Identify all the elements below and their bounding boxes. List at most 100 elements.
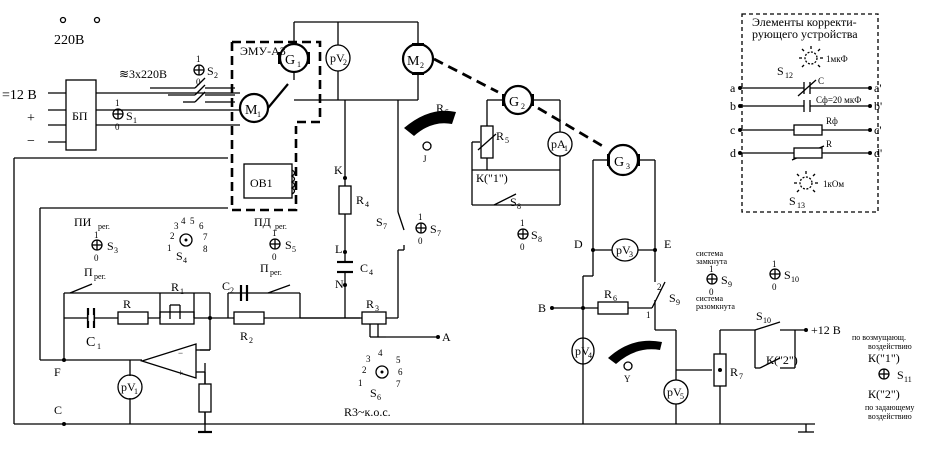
selector-s12[interactable]: 1мкФ S 12 [777, 46, 848, 80]
svg-text:0: 0 [94, 253, 99, 263]
svg-text:1: 1 [94, 230, 99, 240]
svg-text:S: S [370, 386, 377, 400]
cap-c-label: C [818, 76, 824, 86]
svg-text:0: 0 [772, 282, 777, 292]
svg-text:2: 2 [521, 102, 525, 111]
power-supply-block [65, 79, 97, 151]
node-l-label: L [335, 242, 342, 256]
svg-text:1: 1 [115, 98, 120, 108]
svg-text:1: 1 [133, 116, 137, 125]
switch-s7[interactable]: S 7 1 0 S 7 [376, 212, 441, 246]
voltmeter-pv2: pV 2 [325, 44, 351, 72]
svg-text:рег.: рег. [275, 222, 287, 231]
junction-dot [343, 283, 347, 287]
switch-s5[interactable]: ПД рег. 1 0 S 5 П рег. [254, 215, 296, 277]
svg-text:10: 10 [791, 275, 799, 284]
selector-s13[interactable]: 1кОм S 13 [789, 171, 844, 210]
svg-text:1мкФ: 1мкФ [826, 54, 848, 64]
svg-text:5: 5 [505, 136, 509, 145]
svg-text:7: 7 [437, 229, 441, 238]
svg-text:R: R [356, 193, 364, 207]
term-d-prime: d' [874, 146, 882, 160]
svg-text:2: 2 [170, 231, 175, 241]
svg-text:П: П [260, 261, 269, 275]
svg-text:S: S [430, 222, 437, 236]
svg-text:6: 6 [613, 294, 617, 303]
junction-dot [653, 248, 657, 252]
svg-text:S: S [789, 194, 796, 208]
resistor-r3: R 3 [361, 297, 387, 338]
voltmeter-pv4: pV 4 [571, 337, 595, 365]
svg-text:C: C [86, 335, 95, 350]
term-a-prime: a' [874, 81, 882, 95]
svg-text:9: 9 [676, 298, 680, 307]
term-c: c [730, 123, 735, 137]
resistor-r6: R 6 [597, 287, 629, 315]
svg-text:S: S [721, 273, 728, 287]
svg-text:+: + [178, 368, 183, 378]
svg-text:0: 0 [709, 287, 714, 297]
plus12-label: +12 В [811, 323, 841, 337]
svg-text:6: 6 [199, 221, 204, 231]
c2-switch[interactable] [267, 284, 291, 294]
mains-label: 220В [54, 33, 84, 48]
svg-text:R: R [496, 129, 504, 143]
resistor-bias [198, 383, 212, 413]
node-a-label: A [442, 330, 451, 344]
emu-boundary-lower [230, 42, 298, 212]
svg-text:1: 1 [196, 54, 201, 64]
switch-s8-contact[interactable]: S 8 [493, 193, 521, 211]
svg-text:G: G [614, 155, 624, 170]
switch-s11[interactable]: по возмущающ. воздействию К("1") S 11 К(… [852, 333, 914, 421]
node-b-label: B [538, 301, 546, 315]
res-rf-label: Rф [826, 116, 838, 126]
svg-text:R: R [366, 297, 374, 311]
svg-text:8: 8 [517, 202, 521, 211]
resistor-r5: R 5 [477, 125, 509, 159]
svg-text:C: C [360, 261, 368, 275]
selector-s6[interactable]: 3 4 5 2 6 1 7 S 6 [358, 348, 403, 402]
three-phase-label: ≋3х220В [119, 67, 167, 81]
switch-s1[interactable]: 1 0 S 1 [112, 98, 137, 132]
switch-s2[interactable]: 1 0 S 2 [193, 54, 218, 87]
emu-boundary [232, 40, 322, 132]
switch-s9[interactable]: система замкнута 1 0 S 9 система разомкн… [696, 249, 735, 311]
node-e-label: E [664, 237, 671, 251]
junction-dot [343, 250, 347, 254]
svg-text:12: 12 [785, 71, 793, 80]
switch-s9-contact[interactable]: 2 1 S 9 [646, 281, 680, 320]
svg-text:система: система [696, 249, 723, 258]
node-n-label: N [335, 277, 344, 291]
svg-text:2: 2 [420, 61, 424, 70]
switch-s10[interactable]: 1 0 S 10 [769, 259, 799, 292]
svg-text:pV: pV [121, 380, 136, 394]
svg-text:рег.: рег. [94, 272, 106, 281]
k2-label: К("2") [766, 353, 798, 367]
switch-s8[interactable]: 1 0 S 8 [517, 218, 542, 252]
svg-text:ПД: ПД [254, 215, 271, 229]
knob-r7[interactable]: Y [608, 340, 662, 384]
svg-text:2: 2 [362, 365, 367, 375]
switch-s3[interactable]: ПИ рег. 1 0 S 3 П рег. [74, 215, 118, 281]
voltmeter-pv3: pV 3 [611, 238, 639, 262]
c1-bypass-switch[interactable] [69, 283, 93, 294]
svg-text:13: 13 [797, 201, 805, 210]
svg-text:К("2"): К("2") [868, 387, 900, 401]
svg-text:4: 4 [588, 351, 592, 360]
svg-text:замкнута: замкнута [696, 257, 728, 266]
svg-text:6: 6 [377, 393, 381, 402]
knob-r5[interactable]: R 5 J [404, 101, 456, 164]
res-r-label: R [826, 139, 832, 149]
svg-text:R: R [123, 297, 131, 311]
switch-s10-contact[interactable]: S 10 [754, 309, 781, 369]
dc-voltage-label: =12 В [2, 88, 37, 103]
selector-s4[interactable]: 3 4 5 6 2 7 1 8 S 4 [167, 216, 208, 265]
svg-text:2: 2 [214, 71, 218, 80]
minus-label: − [27, 134, 35, 149]
svg-text:S: S [285, 238, 292, 252]
g3-loop-wires [552, 159, 814, 433]
svg-text:ПИ: ПИ [74, 215, 92, 229]
node-c-label: C [54, 403, 62, 417]
svg-text:pV: pV [616, 243, 631, 257]
svg-text:S: S [784, 268, 791, 282]
